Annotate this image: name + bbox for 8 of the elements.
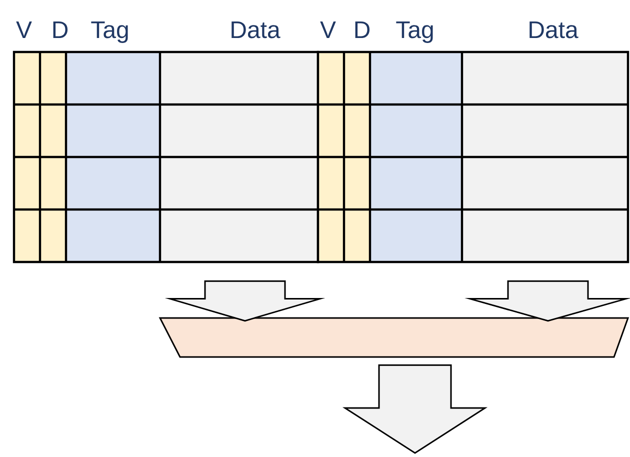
column-header: D [355, 21, 370, 38]
cache-way-table [12, 50, 320, 264]
block-arrow [342, 364, 488, 454]
column-header: Data [232, 21, 280, 38]
column-header: V [320, 21, 336, 38]
block-arrow [464, 280, 630, 322]
cache-way-table [316, 50, 630, 264]
block-arrow [164, 280, 326, 322]
